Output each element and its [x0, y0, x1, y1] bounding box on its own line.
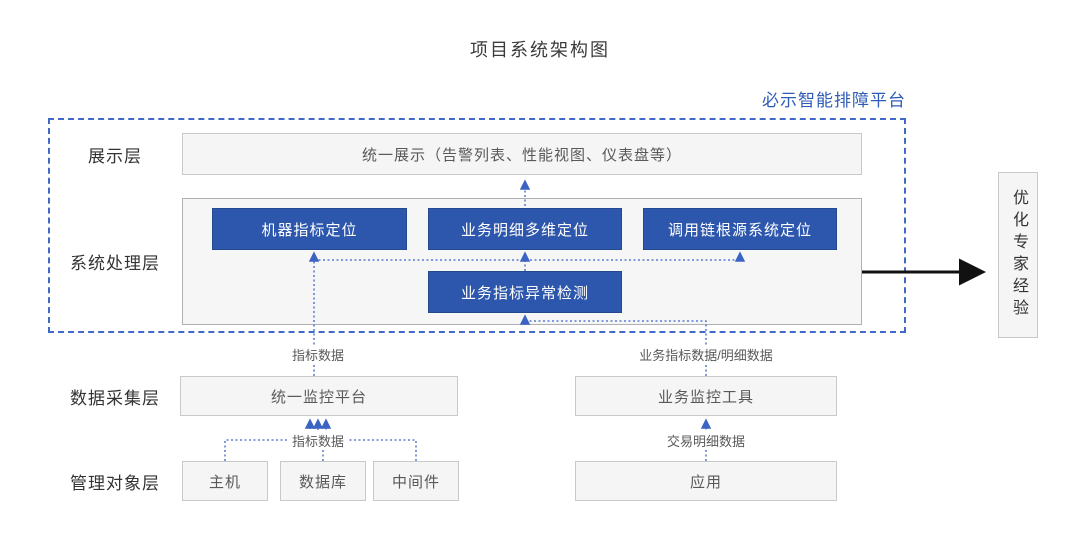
anomaly-detection-box: 业务指标异常检测 — [428, 271, 622, 313]
host-box: 主机 — [182, 461, 268, 501]
flow-label-metric-data-bottom: 指标数据 — [286, 431, 350, 450]
database-box: 数据库 — [280, 461, 366, 501]
application-box: 应用 — [575, 461, 837, 501]
layer-label-collection: 数据采集层 — [70, 388, 160, 408]
page-title: 项目系统架构图 — [470, 40, 610, 60]
platform-dashed-border — [48, 118, 906, 333]
platform-label: 必示智能排障平台 — [762, 91, 906, 110]
unified-display-box: 统一展示（告警列表、性能视图、仪表盘等） — [182, 133, 862, 175]
flow-label-transaction-detail: 交易明细数据 — [661, 431, 751, 450]
layer-label-display: 展示层 — [88, 146, 142, 166]
unified-monitoring-box: 统一监控平台 — [180, 376, 458, 416]
layer-label-processing: 系统处理层 — [70, 254, 160, 273]
flow-label-business-metric-detail: 业务指标数据/明细数据 — [634, 345, 778, 364]
layer-label-managed: 管理对象层 — [70, 473, 160, 493]
machine-metric-box: 机器指标定位 — [212, 208, 407, 250]
expert-experience-box: 优化专家经验 — [998, 172, 1038, 338]
flow-label-metric-data-mid: 指标数据 — [286, 345, 350, 364]
business-monitoring-box: 业务监控工具 — [575, 376, 837, 416]
business-multidim-box: 业务明细多维定位 — [428, 208, 622, 250]
trace-rootcause-box: 调用链根源系统定位 — [643, 208, 837, 250]
middleware-box: 中间件 — [373, 461, 459, 501]
